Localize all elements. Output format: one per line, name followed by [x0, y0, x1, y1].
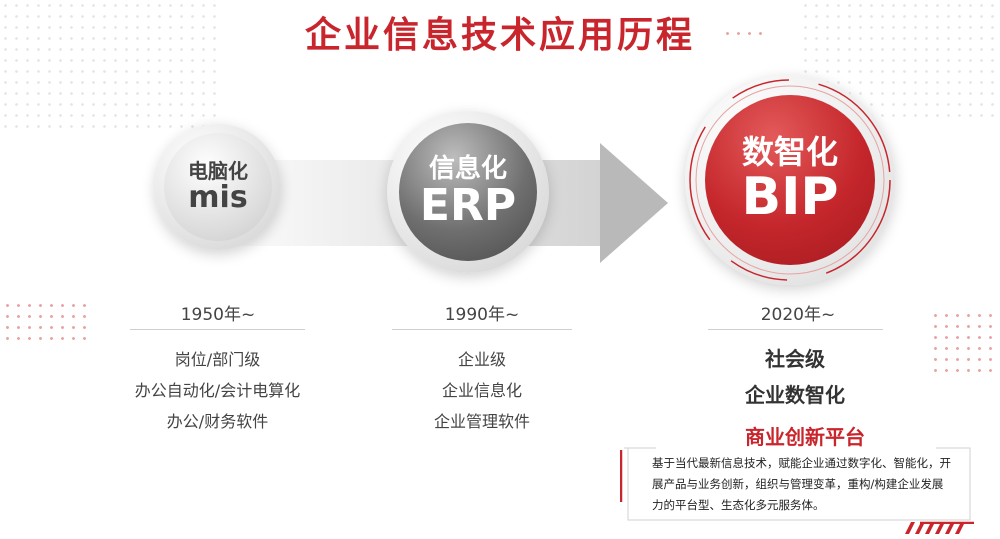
- description-line: 办公/财务软件: [166, 412, 269, 431]
- era-code: ERP: [419, 180, 517, 232]
- divider: [130, 329, 305, 330]
- era-code: mis: [188, 180, 248, 216]
- era-descriptions: 岗位/部门级 办公自动化/会计电算化 办公/财务软件: [100, 344, 335, 437]
- era-descriptions: 企业级 企业信息化 企业管理软件: [372, 344, 592, 437]
- divider: [708, 329, 883, 330]
- era-descriptions: 社会级 企业数智化: [690, 341, 900, 413]
- background-dots-top-left: [0, 0, 220, 130]
- era-ring-decoration: [689, 79, 891, 281]
- detail-text: 基于当代最新信息技术，赋能企业通过数字化、智能化，开展产品与业务创新，组织与管理…: [652, 456, 951, 512]
- description-line: 社会级: [765, 347, 825, 371]
- description-line: 岗位/部门级: [174, 350, 261, 369]
- title-dots-decoration: [722, 28, 762, 42]
- era-name: 数智化: [741, 133, 838, 172]
- title-area: 企业信息技术应用历程: [0, 6, 1000, 58]
- era-name: 电脑化: [188, 159, 248, 184]
- era-circle-inner: 数智化 BIP: [705, 95, 875, 265]
- dot-pattern-left: [2, 300, 92, 345]
- era-circle-mis: 电脑化 mis: [155, 124, 281, 250]
- divider: [392, 329, 572, 330]
- era-circle-erp: 信息化 ERP: [387, 111, 549, 273]
- era-circle-bip: 数智化 BIP: [685, 75, 895, 285]
- era-year: 1990年~: [444, 305, 520, 325]
- era-name: 信息化: [428, 153, 507, 184]
- description-line: 企业级: [457, 350, 506, 369]
- red-stripe-decoration: [905, 522, 965, 534]
- era-code: BIP: [741, 167, 839, 228]
- era-circle-inner: 信息化 ERP: [399, 123, 537, 261]
- description-line: 企业数智化: [745, 383, 845, 407]
- era-circle-inner: 电脑化 mis: [164, 133, 272, 241]
- progress-arrow-icon: [600, 143, 668, 263]
- dot-pattern-right: [930, 310, 996, 380]
- description-line: 企业管理软件: [433, 412, 530, 431]
- description-line: 企业信息化: [441, 381, 522, 400]
- era-year: 1950年~: [180, 305, 256, 325]
- description-line: 办公自动化/会计电算化: [134, 381, 301, 400]
- detail-frame: [620, 447, 974, 524]
- highlight-title: 商业创新平台: [745, 425, 865, 449]
- era-year: 2020年~: [760, 305, 836, 325]
- page-title: 企业信息技术应用历程: [304, 15, 695, 56]
